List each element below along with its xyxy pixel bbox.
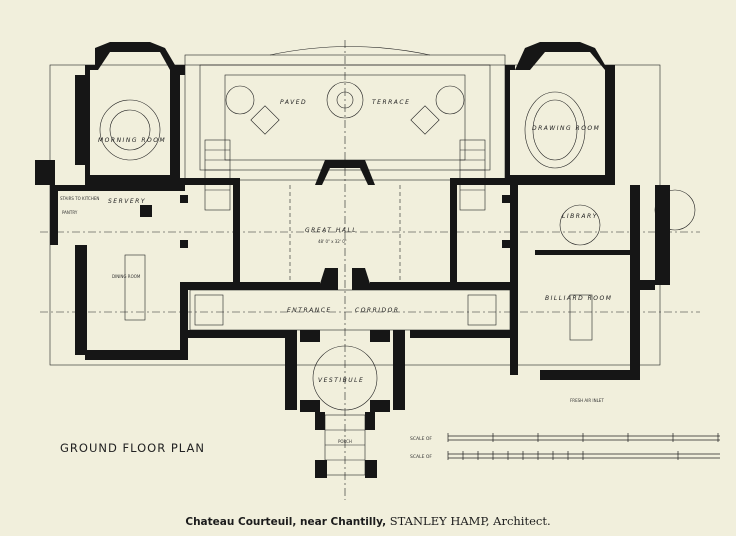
room-label-entrance: ENTRANCE (287, 307, 332, 314)
room-label-library: LIBRARY (562, 213, 598, 220)
room-label-morning-room: MORNING ROOM (98, 137, 166, 144)
caption: Chateau Courteuil, near Chantilly, STANL… (0, 514, 736, 528)
plan-outline-lines (40, 40, 700, 500)
room-label-dining-room: DINING ROOM (112, 274, 141, 279)
plan-title: GROUND FLOOR PLAN (60, 441, 205, 455)
great-hall-dimensions: 48' 0" x 32' 0" (318, 239, 347, 244)
room-label-stairs-to-kitchen: STAIRS TO KITCHEN (60, 196, 99, 201)
scale-label-2: SCALE OF (410, 454, 432, 460)
room-label-corridor: CORRIDOR (355, 307, 400, 314)
room-label-vestibule: VESTIBULE (318, 377, 364, 384)
room-label-great-hall: GREAT HALL (305, 227, 357, 234)
note-fresh-air-inlet: FRESH AIR INLET (570, 398, 604, 403)
room-label-servery: SERVERY (108, 198, 146, 205)
scale-label-1: SCALE OF (410, 436, 432, 442)
scale-bars (447, 433, 720, 460)
room-label-pantry: PANTRY (62, 210, 78, 215)
room-label-billiard-room: BILLIARD ROOM (545, 295, 612, 302)
room-label-porch: PORCH (338, 439, 352, 444)
room-label-paved: PAVED (280, 99, 307, 106)
plan-walls (35, 42, 670, 478)
caption-architect: STANLEY HAMP, Architect. (386, 514, 551, 528)
room-label-terrace: TERRACE (372, 99, 410, 106)
caption-title: Chateau Courteuil, near Chantilly, (185, 516, 387, 528)
room-label-drawing-room: DRAWING ROOM (532, 125, 600, 132)
